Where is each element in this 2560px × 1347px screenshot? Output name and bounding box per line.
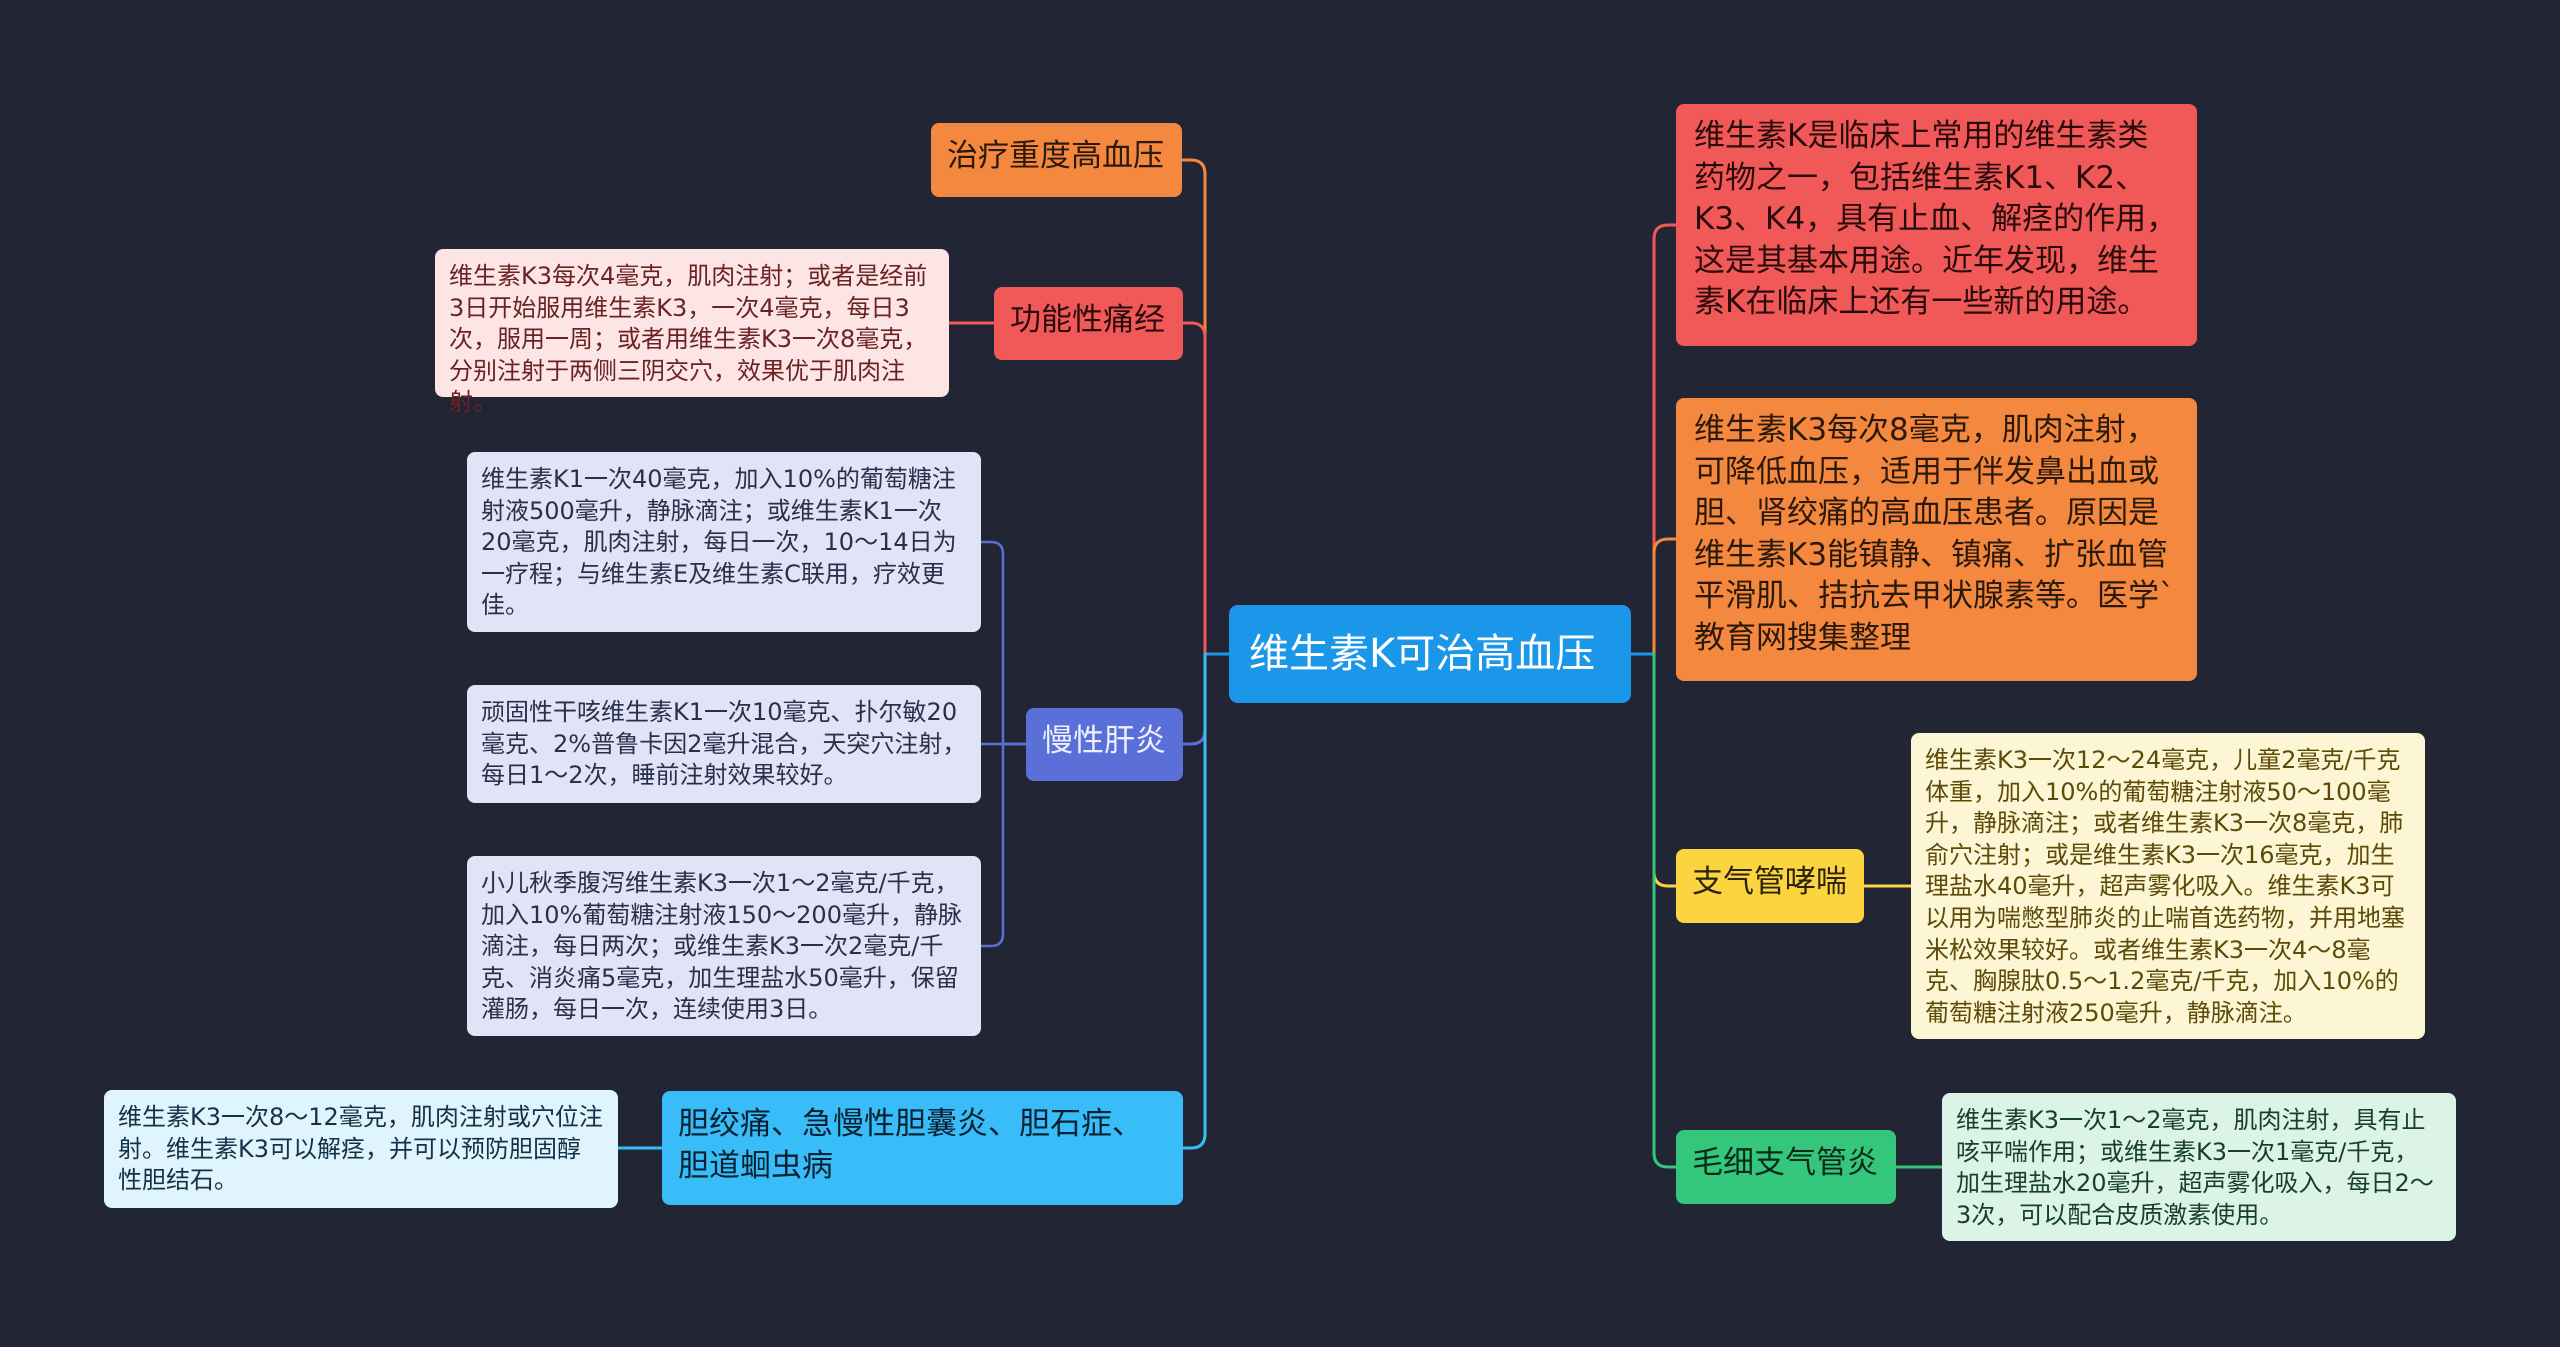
link-bronchiolitis <box>1652 652 1678 1169</box>
central-topic[interactable]: 维生素K可治高血压 <box>1229 605 1631 703</box>
topic-chronic-hepatitis[interactable]: 慢性肝炎 <box>1026 708 1183 781</box>
link-k3-hypertension <box>1652 537 1678 656</box>
topic-intro[interactable]: 维生素K是临床上常用的维生素类药物之一，包括维生素K1、K2、K3、K4，具有止… <box>1676 104 2197 346</box>
topic-hypertension-severe[interactable]: 治疗重度高血压 <box>931 123 1182 197</box>
detail-hepatitis-3[interactable]: 小儿秋季腹泻维生素K3一次1～2毫克/千克，加入10%葡萄糖注射液150～200… <box>467 856 981 1036</box>
link-asthma <box>1652 652 1678 888</box>
topic-asthma[interactable]: 支气管哮喘 <box>1676 849 1864 923</box>
link-hypertension <box>1181 158 1207 656</box>
detail-bronchiolitis[interactable]: 维生素K3一次1～2毫克，肌肉注射，具有止咳平喘作用；或维生素K3一次1毫克/千… <box>1942 1093 2456 1241</box>
detail-hepatitis-2[interactable]: 顽固性干咳维生素K1一次10毫克、扑尔敏20毫克、2%普鲁卡因2毫升混合，天突穴… <box>467 685 981 803</box>
link-intro <box>1652 223 1678 656</box>
topic-bronchiolitis[interactable]: 毛细支气管炎 <box>1676 1130 1896 1204</box>
detail-biliary[interactable]: 维生素K3一次8～12毫克，肌肉注射或穴位注射。维生素K3可以解痉，并可以预防胆… <box>104 1090 618 1208</box>
link-hepatitis-1 <box>979 540 1028 746</box>
topic-k3-hypertension[interactable]: 维生素K3每次8毫克，肌肉注射，可降低血压，适用于伴发鼻出血或胆、肾绞痛的高血压… <box>1676 398 2197 681</box>
topic-dysmenorrhea[interactable]: 功能性痛经 <box>994 287 1183 360</box>
link-dysmenorrhea <box>1181 321 1207 656</box>
link-hepatitis <box>1181 652 1207 746</box>
topic-biliary[interactable]: 胆绞痛、急慢性胆囊炎、胆石症、胆道蛔虫病 <box>662 1091 1183 1205</box>
link-hepatitis-3 <box>979 742 1028 948</box>
detail-dysmenorrhea[interactable]: 维生素K3每次4毫克，肌肉注射；或者是经前3日开始服用维生素K3，一次4毫克，每… <box>435 249 949 416</box>
link-biliary <box>1181 652 1207 1150</box>
detail-asthma[interactable]: 维生素K3一次12～24毫克，儿童2毫克/千克体重，加入10%的葡萄糖注射液50… <box>1911 733 2425 1039</box>
detail-hepatitis-1[interactable]: 维生素K1一次40毫克，加入10%的葡萄糖注射液500毫升，静脉滴注；或维生素K… <box>467 452 981 632</box>
